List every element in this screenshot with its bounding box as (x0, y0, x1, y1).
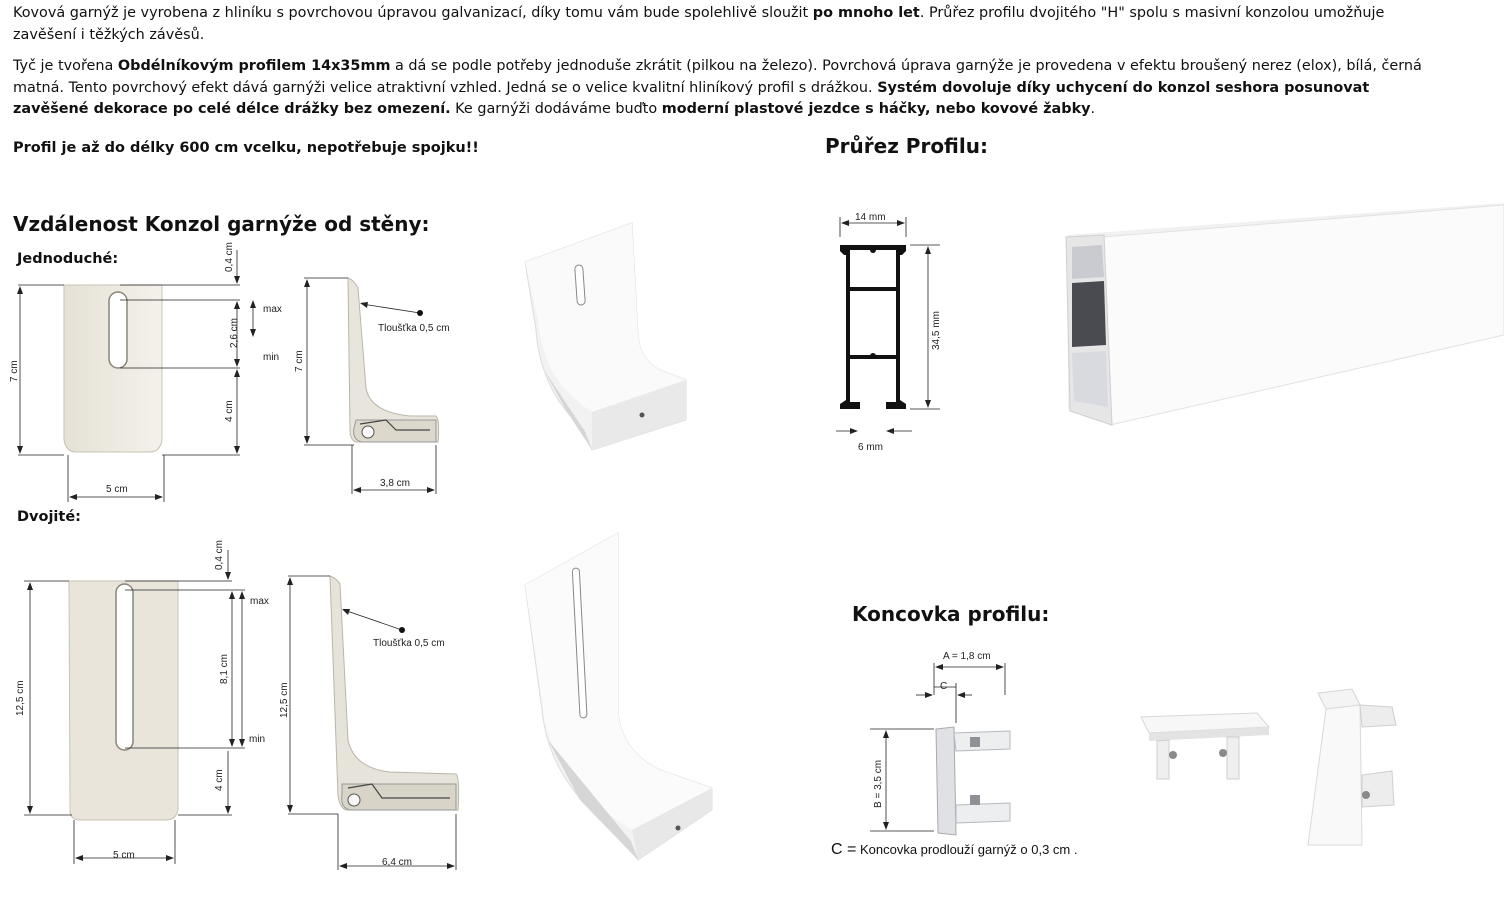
double-top-dim: 0,4 cm (214, 539, 225, 570)
single-width-dim: 5 cm (106, 484, 128, 495)
text-run: Kovová garnýž je vyrobena z hliníku s po… (13, 5, 813, 21)
double-thickness-label: Tloušťka 0,5 cm (373, 638, 445, 649)
text-run: . (1090, 101, 1096, 117)
endcap-note-c: C = (831, 841, 857, 858)
double-label: Dvojité: (17, 509, 81, 525)
double-depth-dim: 6,4 cm (382, 857, 413, 868)
double-bracket-side-drawing (287, 575, 460, 870)
profile-cross-section-drawing (836, 217, 940, 434)
double-max-label: max (250, 596, 269, 607)
text-run: Tyč je tvořena (13, 58, 118, 74)
double-bracket-render (524, 532, 713, 861)
text-run: a dá se podle potřeby jednoduše zkrátit … (13, 58, 1422, 96)
profile-title: Průřez Profilu: (825, 134, 988, 158)
endcap-drawing (870, 663, 1011, 836)
single-bracket-front-drawing (17, 250, 256, 502)
profile-height-dim: 34,5 mm (931, 311, 942, 350)
text-run: Systém dovoluje díky uchycení do konzol … (13, 79, 1370, 118)
endcap-title: Koncovka profilu: (852, 602, 1050, 626)
intro-paragraph-2: Tyč je tvořena Obdélníkovým profilem 14x… (13, 56, 1423, 121)
text-run: po mnoho let (812, 5, 920, 21)
endcap-c-dim: C (940, 681, 948, 692)
double-bottom-dim: 4 cm (214, 769, 225, 791)
double-bracket-front-drawing (24, 550, 245, 864)
brackets-title: Vzdálenost Konzol garnýže od stěny: (13, 212, 430, 236)
single-min-label: min (263, 352, 280, 363)
endcap-render-side (1307, 688, 1397, 846)
single-slot-dim: 2,6 cm (229, 317, 240, 348)
single-label: Jednoduché: (17, 251, 119, 267)
double-height-dim: 12,5 cm (15, 680, 26, 716)
text-run: . Průřez profilu dvojitého "H" spolu s m… (13, 5, 1385, 43)
single-thickness-label: Tloušťka 0,5 cm (378, 323, 450, 334)
single-depth-dim: 3,8 cm (380, 478, 411, 489)
single-side-height-dim: 7 cm (294, 350, 305, 372)
endcap-render-top (1140, 712, 1271, 780)
text-run: moderní plastové jezdce s háčky, nebo ko… (661, 101, 1091, 117)
text-run: Obdélníkovým profilem 14x35mm (117, 58, 391, 74)
single-bracket-render (524, 222, 687, 451)
endcap-a-dim: A = 1,8 cm (943, 651, 991, 662)
double-slot-dim: 8,1 cm (219, 653, 230, 684)
intro-paragraph-1: Kovová garnýž je vyrobena z hliníku s po… (13, 3, 1423, 46)
double-side-height-dim: 12,5 cm (279, 682, 290, 718)
single-max-label: max (263, 304, 282, 315)
single-top-dim: 0,4 cm (224, 241, 235, 272)
single-bracket-side-drawing (304, 277, 440, 494)
double-min-label: min (249, 734, 266, 745)
endcap-b-dim: B = 3,5 cm (873, 759, 884, 808)
double-width-dim: 5 cm (113, 850, 135, 861)
length-note: Profil je až do délky 600 cm vcelku, nep… (13, 140, 479, 156)
single-bottom-dim: 4 cm (224, 400, 235, 422)
endcap-note: C = Koncovka prodlouží garnýž o 0,3 cm . (831, 841, 1077, 859)
profile-render (1065, 203, 1504, 426)
profile-gap-dim: 6 mm (858, 442, 883, 453)
single-height-dim: 7 cm (9, 360, 20, 382)
text-run: Ke garnýži dodáváme buďto (450, 101, 662, 117)
profile-width-dim: 14 mm (855, 212, 886, 223)
endcap-note-text: Koncovka prodlouží garnýž o 0,3 cm . (859, 842, 1078, 857)
